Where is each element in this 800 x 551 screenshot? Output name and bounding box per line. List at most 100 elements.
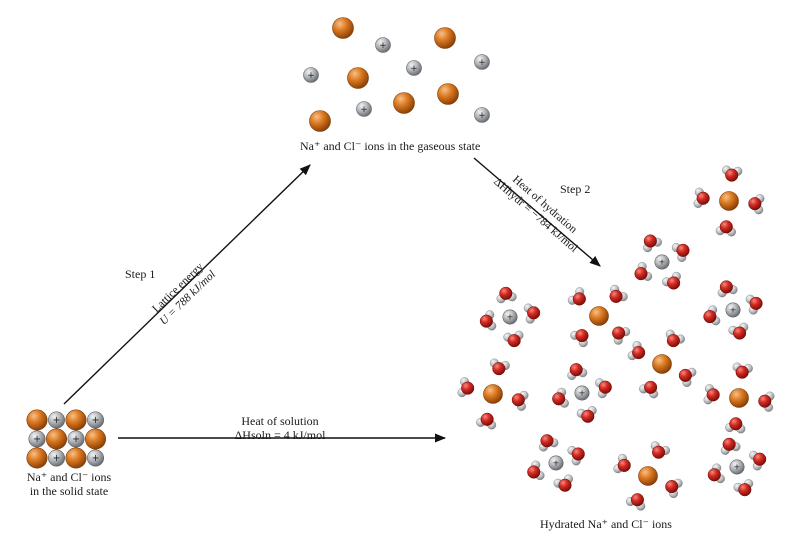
svg-text:+: + xyxy=(730,305,737,315)
step2-label: Step 2 xyxy=(560,182,591,196)
svg-text:+: + xyxy=(53,415,61,426)
chloride-ion: + xyxy=(303,67,319,83)
water-molecule xyxy=(717,280,738,298)
water-molecule xyxy=(609,284,628,303)
gas-state-label: Na⁺ and Cl⁻ ions in the gaseous state xyxy=(300,139,481,153)
water-molecule xyxy=(749,450,767,471)
svg-text:+: + xyxy=(410,64,417,74)
chloride-ion: + xyxy=(87,449,105,467)
svg-text:+: + xyxy=(478,58,485,68)
water-molecule xyxy=(511,390,529,411)
svg-text:+: + xyxy=(553,458,560,468)
sodium-ion xyxy=(729,388,749,408)
water-molecule xyxy=(552,387,569,408)
water-molecule xyxy=(567,287,586,306)
svg-text:+: + xyxy=(92,415,100,426)
water-molecule xyxy=(678,367,697,387)
sodium-ion xyxy=(85,428,107,450)
sodium-ion xyxy=(26,409,48,431)
svg-text:+: + xyxy=(33,434,41,445)
sodium-ion xyxy=(332,17,354,39)
chloride-ion: + xyxy=(548,455,564,471)
solid-lattice: + + + + + + xyxy=(26,409,107,469)
solid-state-label: Na⁺ and Cl⁻ ions in the solid state xyxy=(14,470,124,498)
water-molecule xyxy=(693,187,710,208)
svg-text:+: + xyxy=(360,105,367,115)
chloride-ion: + xyxy=(87,411,105,429)
water-molecule xyxy=(643,234,662,253)
water-molecule xyxy=(570,329,589,348)
chloride-ion: + xyxy=(67,430,85,448)
chloride-ion: + xyxy=(725,302,741,318)
water-molecule xyxy=(748,194,765,215)
chloride-ion: + xyxy=(47,449,65,467)
chloride-ion: + xyxy=(574,385,590,401)
sodium-ion xyxy=(45,428,67,450)
water-molecule xyxy=(457,377,475,398)
hydrated-ions: + + + + + + xyxy=(457,165,775,511)
sodium-ion xyxy=(309,110,331,132)
water-molecule xyxy=(703,384,720,405)
chloride-ion: + xyxy=(474,107,490,123)
chloride-ion: + xyxy=(729,459,745,475)
solid-state-label-line1: Na⁺ and Cl⁻ ions xyxy=(26,470,112,484)
chloride-ion: + xyxy=(28,430,46,448)
water-molecule xyxy=(671,243,690,262)
water-molecule xyxy=(479,310,497,331)
chloride-ion: + xyxy=(375,37,391,53)
heat-of-solution-annotation: Heat of solution ΔHsoln = 4 kJ/mol xyxy=(210,414,350,442)
water-molecule xyxy=(707,463,725,484)
sodium-ion xyxy=(589,306,609,326)
svg-text:+: + xyxy=(307,71,314,81)
svg-text:+: + xyxy=(53,453,61,464)
svg-text:+: + xyxy=(72,434,80,445)
chloride-ion: + xyxy=(654,254,670,270)
sodium-ion xyxy=(393,92,415,114)
water-molecule xyxy=(662,271,681,290)
chloride-ion: + xyxy=(356,101,372,117)
svg-text:+: + xyxy=(734,462,741,472)
water-molecule xyxy=(715,220,736,237)
water-molecule xyxy=(745,294,763,315)
sodium-ion xyxy=(719,191,739,211)
water-molecule xyxy=(613,453,631,474)
sodium-ion xyxy=(652,354,672,374)
water-molecule xyxy=(489,358,510,376)
step1-label: Step 1 xyxy=(125,267,156,281)
svg-text:+: + xyxy=(659,257,666,267)
water-molecule xyxy=(634,262,653,281)
water-molecule xyxy=(665,329,685,348)
step1-arrow xyxy=(63,164,311,405)
water-molecule xyxy=(553,474,574,492)
sodium-ion xyxy=(483,384,503,404)
water-molecule xyxy=(650,441,671,459)
gaseous-ions: + + + + + + xyxy=(303,17,490,132)
water-molecule xyxy=(665,478,683,499)
water-molecule xyxy=(733,479,754,497)
step2-arrow xyxy=(473,157,601,267)
sodium-ion xyxy=(65,447,87,469)
sodium-ion xyxy=(26,447,48,469)
water-molecule xyxy=(627,341,646,361)
water-molecule xyxy=(722,165,743,182)
chloride-ion: + xyxy=(502,309,518,325)
solid-state-label-line2: in the solid state xyxy=(29,484,109,498)
water-molecule xyxy=(476,412,497,430)
water-molecule xyxy=(503,330,524,348)
sodium-ion xyxy=(434,27,456,49)
water-molecule xyxy=(625,493,646,511)
water-molecule xyxy=(523,303,541,324)
hydrated-ions-label: Hydrated Na⁺ and Cl⁻ ions xyxy=(540,517,672,531)
water-molecule xyxy=(496,286,517,304)
svg-text:+: + xyxy=(507,312,514,322)
chloride-ion: + xyxy=(474,54,490,70)
water-molecule xyxy=(639,380,659,399)
water-molecule xyxy=(728,322,749,340)
heat-of-solution-value: ΔHsoln = 4 kJ/mol xyxy=(234,428,326,442)
water-molecule xyxy=(527,460,545,481)
heat-of-solution-title: Heat of solution xyxy=(241,414,319,428)
water-molecule xyxy=(576,406,597,423)
water-molecule xyxy=(725,417,746,434)
sodium-ion xyxy=(65,409,87,431)
water-molecule xyxy=(538,434,559,452)
